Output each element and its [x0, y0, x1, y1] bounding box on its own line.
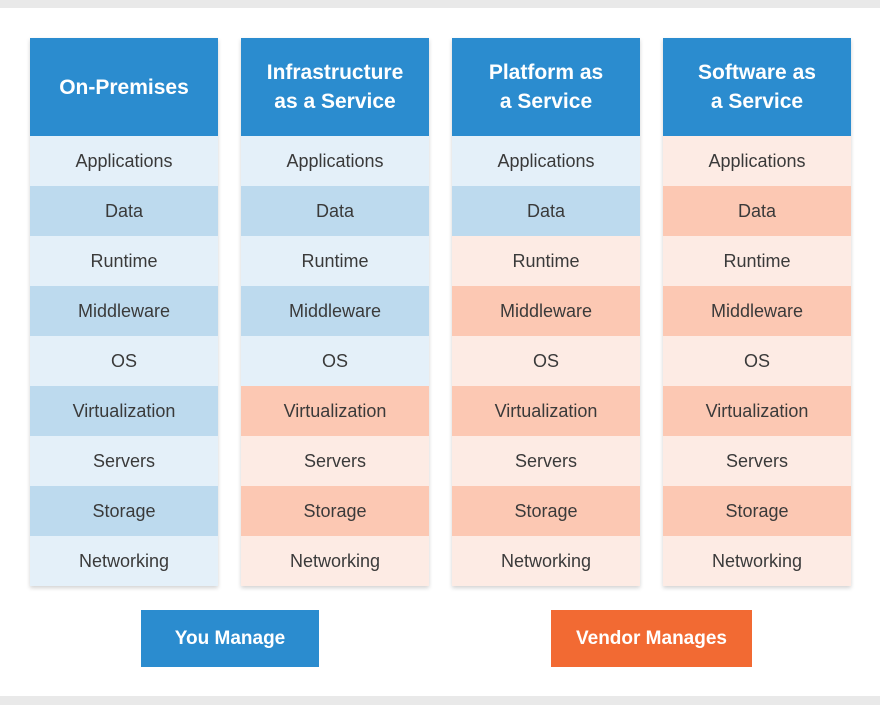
stack-layer-applications: Applications	[241, 136, 429, 186]
stack-layer-data: Data	[241, 186, 429, 236]
stack-layer-data: Data	[30, 186, 218, 236]
stack-layer-servers: Servers	[241, 436, 429, 486]
stack-layer-applications: Applications	[663, 136, 851, 186]
column-title: Software as a Service	[663, 38, 851, 136]
stack-layer-storage: Storage	[452, 486, 640, 536]
column-title: Infrastructure as a Service	[241, 38, 429, 136]
stack-layer-middleware: Middleware	[241, 286, 429, 336]
stack-layer-servers: Servers	[452, 436, 640, 486]
stack-layer-virtualization: Virtualization	[30, 386, 218, 436]
stack-layer-networking: Networking	[30, 536, 218, 586]
stack-layer-runtime: Runtime	[30, 236, 218, 286]
stack-layer-networking: Networking	[663, 536, 851, 586]
stack-layer-storage: Storage	[663, 486, 851, 536]
stack-layer-data: Data	[663, 186, 851, 236]
stack-layer-virtualization: Virtualization	[241, 386, 429, 436]
stack-layer-networking: Networking	[241, 536, 429, 586]
column-title: On-Premises	[30, 38, 218, 136]
stack-layer-os: OS	[452, 336, 640, 386]
stack-layer-runtime: Runtime	[241, 236, 429, 286]
stack-layer-servers: Servers	[663, 436, 851, 486]
stack-layer-virtualization: Virtualization	[663, 386, 851, 436]
stack-layer-applications: Applications	[30, 136, 218, 186]
stack-layer-storage: Storage	[30, 486, 218, 536]
you-manage-legend: You Manage	[141, 610, 319, 667]
stack-layer-os: OS	[663, 336, 851, 386]
stack-layer-os: OS	[30, 336, 218, 386]
stack-layer-middleware: Middleware	[663, 286, 851, 336]
stack-layer-storage: Storage	[241, 486, 429, 536]
stack-layer-applications: Applications	[452, 136, 640, 186]
stack-layer-servers: Servers	[30, 436, 218, 486]
stack-layer-runtime: Runtime	[452, 236, 640, 286]
stack-layer-middleware: Middleware	[30, 286, 218, 336]
vendor-manages-legend: Vendor Manages	[551, 610, 752, 667]
stack-layer-virtualization: Virtualization	[452, 386, 640, 436]
stack-layer-middleware: Middleware	[452, 286, 640, 336]
stack-layer-data: Data	[452, 186, 640, 236]
stack-layer-runtime: Runtime	[663, 236, 851, 286]
stack-layer-networking: Networking	[452, 536, 640, 586]
stack-layer-os: OS	[241, 336, 429, 386]
column-title: Platform as a Service	[452, 38, 640, 136]
